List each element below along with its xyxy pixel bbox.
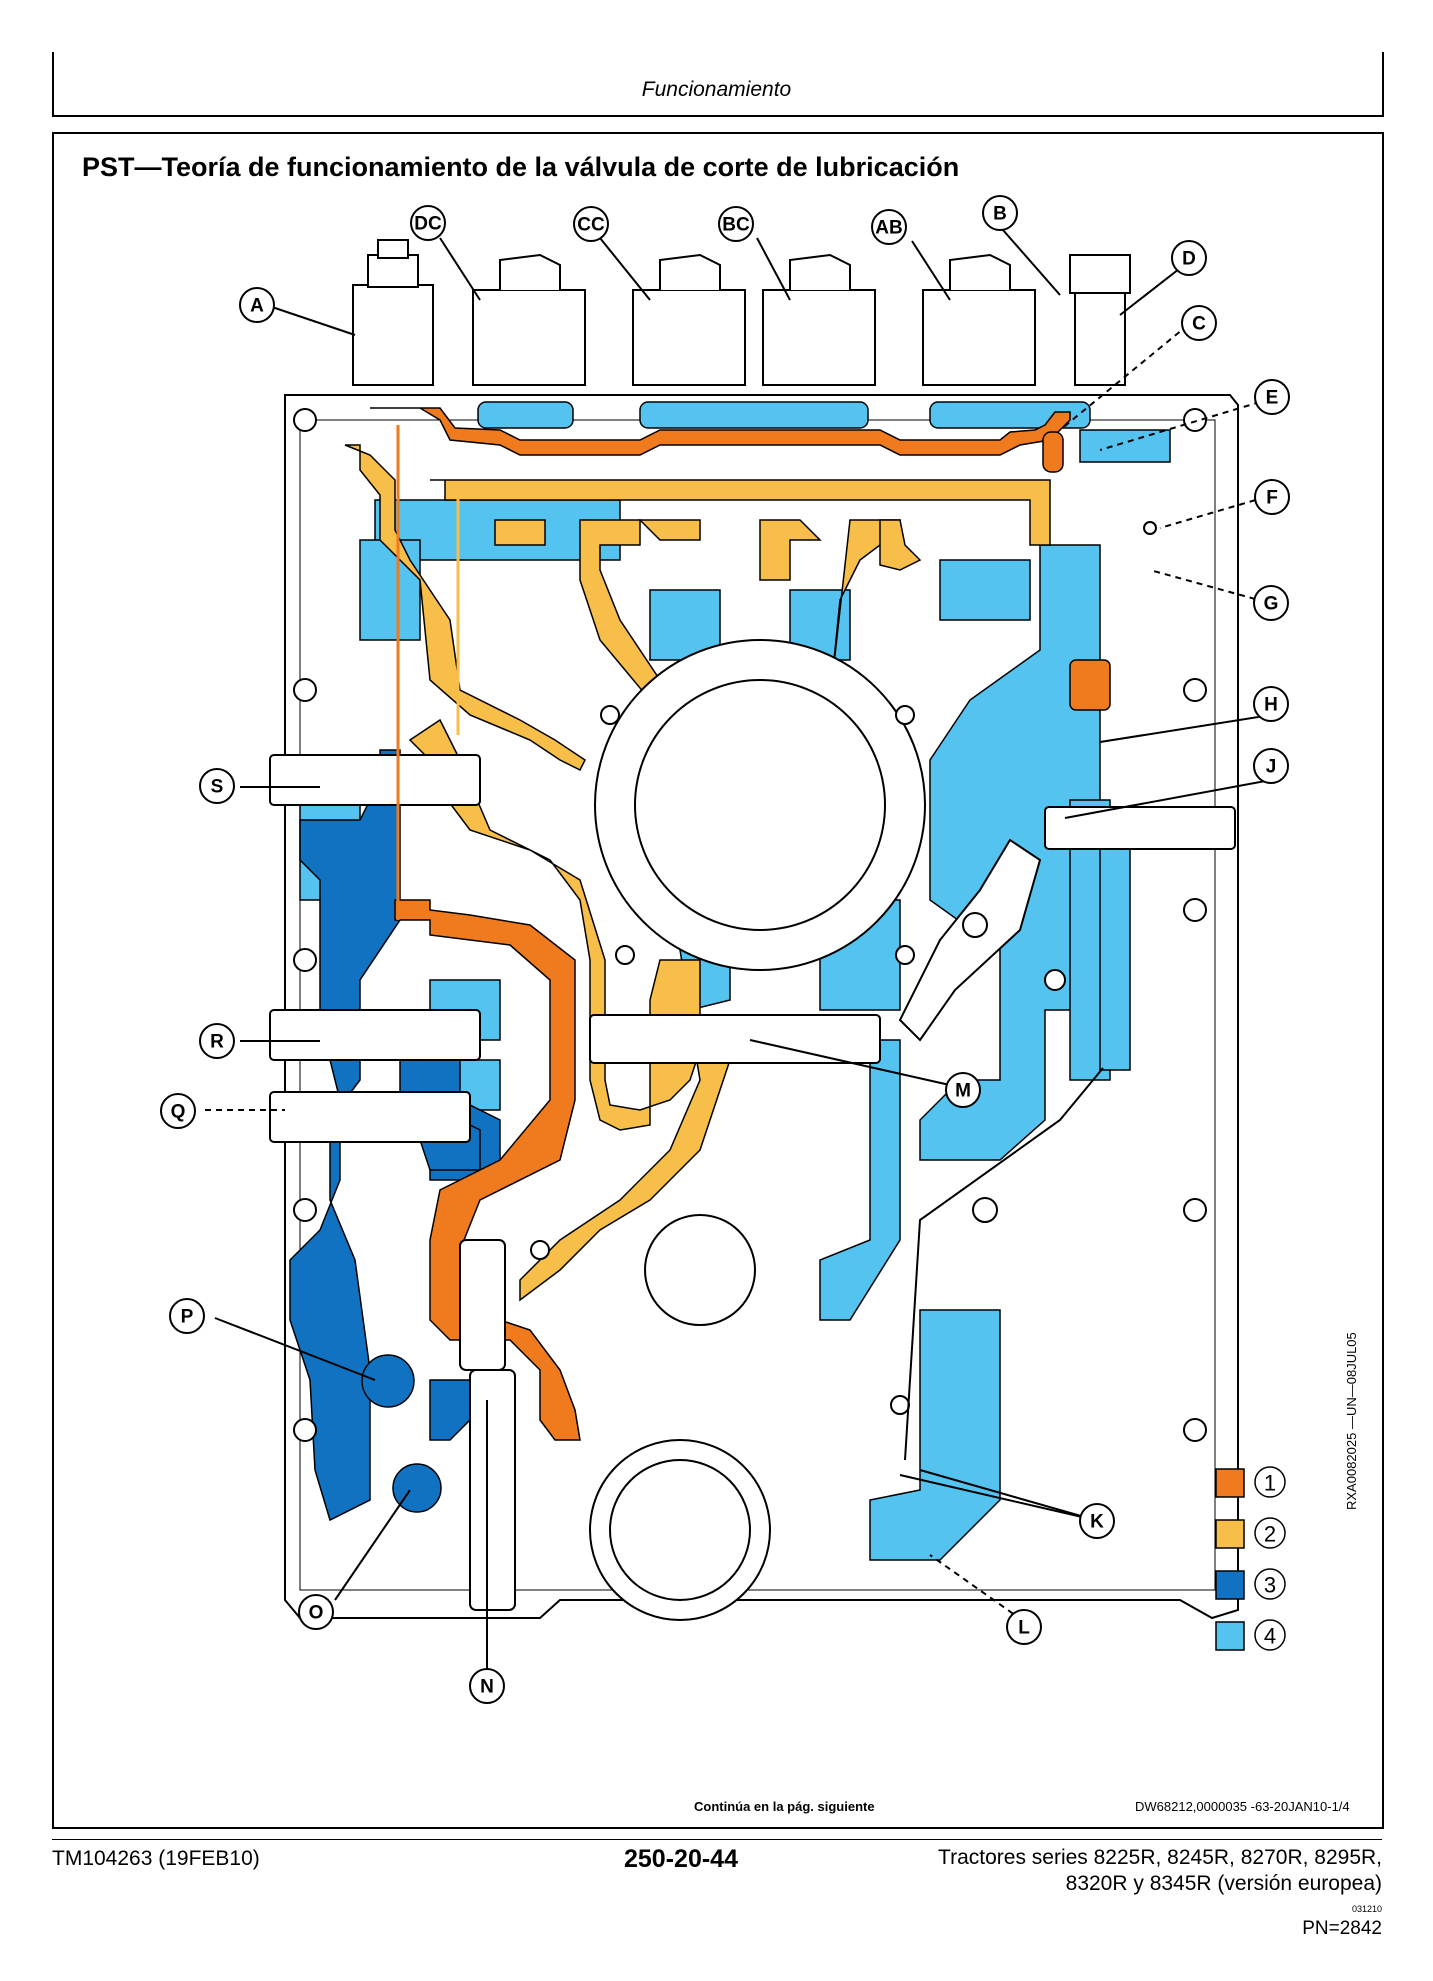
legend-swatch-3: [1215, 1570, 1245, 1600]
callout-d: D: [1182, 249, 1196, 270]
lever-arm: [898, 838, 1042, 1042]
tractor-series: Tractores series 8225R, 8245R, 8270R, 82…: [770, 1845, 1382, 1897]
middle-bore: [644, 1214, 756, 1326]
callout-e: E: [1266, 388, 1279, 409]
callout-o: O: [309, 1603, 324, 1624]
light-blue-channels: [299, 401, 1171, 1561]
footer-divider: [52, 1839, 1382, 1840]
callout-labels: DC CC BC AB B D A C E F G H J S R Q M P …: [171, 204, 1279, 1698]
callout-l: L: [1018, 1618, 1030, 1639]
callout-q: Q: [171, 1102, 186, 1123]
header-frame: [52, 52, 1384, 117]
continue-note: Continúa en la pág. siguiente: [694, 1799, 875, 1814]
solenoid-cc: [632, 253, 746, 386]
page-number: 250-20-44: [624, 1845, 738, 1873]
reference-code: DW68212,0000035 -63-20JAN10-1/4: [1135, 1799, 1350, 1814]
callout-j: J: [1266, 757, 1277, 778]
spool-valves: [269, 754, 1236, 1611]
legend-label-2: 2: [1264, 1522, 1276, 1547]
callout-g: G: [1264, 594, 1279, 615]
content-frame: [52, 132, 1384, 1829]
valve-housing-diagram: DC CC BC AB B D A C E F G H J S R Q M P …: [160, 195, 1290, 1704]
callout-h: H: [1264, 695, 1278, 716]
solenoid-d: [1069, 254, 1131, 386]
page-title: PST—Teoría de funcionamiento de la válvu…: [82, 152, 960, 182]
series-line-2: 8320R y 8345R (versión europea): [1065, 1872, 1382, 1895]
callout-bc: BC: [722, 215, 750, 236]
legend-swatch-4: [1215, 1621, 1245, 1651]
m-leader-line: [904, 1067, 1104, 1461]
legend-label-1: 1: [1264, 1471, 1276, 1496]
section-header: Funcionamiento: [641, 78, 792, 101]
lower-bore-inner: [609, 1459, 751, 1601]
callout-ab: AB: [875, 218, 902, 239]
callout-c: C: [1192, 314, 1206, 335]
callout-p: P: [181, 1307, 194, 1328]
yellow-channels: [344, 444, 1051, 1302]
legend-swatch-1: [1215, 1468, 1245, 1498]
callout-dc: DC: [414, 214, 442, 235]
callout-a: A: [250, 296, 264, 317]
callout-f: F: [1266, 488, 1278, 509]
leader-lines: [214, 229, 1272, 1672]
callout-k: K: [1090, 1512, 1104, 1533]
callout-b: B: [993, 204, 1007, 225]
solenoid-ab: [922, 253, 1036, 386]
legend-label-4: 4: [1264, 1624, 1276, 1649]
legend-label-3: 3: [1264, 1573, 1276, 1598]
solenoid-a: [352, 239, 434, 386]
solenoid-dc: [472, 253, 586, 386]
callout-s: S: [211, 777, 224, 798]
manual-id: TM104263 (19FEB10): [52, 1847, 260, 1870]
callout-cc: CC: [577, 215, 605, 236]
callout-r: R: [210, 1032, 224, 1053]
callout-n: N: [480, 1677, 494, 1698]
series-line-1: Tractores series 8225R, 8245R, 8270R, 82…: [938, 1846, 1382, 1869]
callout-m: M: [955, 1081, 971, 1102]
figure-image-id: RXA0082025 —UN—08JUL05: [1344, 1332, 1359, 1510]
callout-circles: [160, 195, 1290, 1704]
solenoid-bc: [762, 253, 876, 386]
small-code: 031210: [1351, 1904, 1382, 1914]
legend: [1215, 1466, 1286, 1651]
main-bore-inner: [634, 679, 886, 931]
part-number: PN=2842: [1302, 1918, 1382, 1939]
dashed-leader-lines: [205, 324, 1267, 1621]
bolt-holes: [293, 408, 1207, 1442]
legend-swatch-2: [1215, 1519, 1245, 1549]
